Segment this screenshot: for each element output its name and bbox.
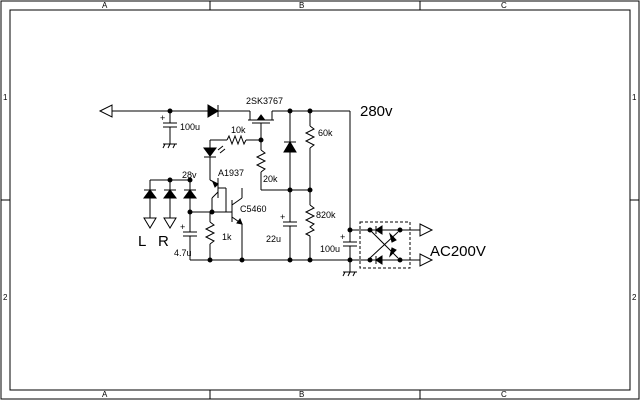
bottom-rail <box>190 257 353 263</box>
frame-col-a-bottom: A <box>102 390 108 399</box>
label-cap-100u-top: 100u <box>180 122 200 132</box>
resistor-20k <box>255 140 290 191</box>
indicator-led <box>203 140 226 180</box>
label-c-4-7u: 4.7u <box>174 248 192 258</box>
label-r-60k: 60k <box>318 128 333 138</box>
label-in-l: L <box>138 233 146 250</box>
frame-col-b-bottom: B <box>299 390 304 399</box>
svg-text:+: + <box>160 113 165 123</box>
series-diode <box>207 104 219 118</box>
frame-col-c-top: C <box>501 1 507 10</box>
label-c-100u-bottom: 100u <box>320 244 340 254</box>
input-diodes <box>143 177 212 229</box>
frame-col-c-bottom: C <box>501 390 507 399</box>
mosfet-2sk3767 <box>248 111 274 143</box>
cap-4-7u: + <box>180 212 197 260</box>
resistor-10k <box>210 134 261 146</box>
label-ac200v: AC200V <box>430 243 486 260</box>
label-r-1k: 1k <box>222 232 232 242</box>
frame-row-2-right: 2 <box>632 293 637 302</box>
svg-text:+: + <box>340 232 345 242</box>
label-q-c5460: C5460 <box>240 204 267 214</box>
label-r-820k: 820k <box>316 210 336 220</box>
frame-labels: A B C A B C 1 2 1 2 <box>3 1 637 399</box>
transistor-a1937 <box>209 178 226 215</box>
ac-input-port-1 <box>419 223 434 237</box>
frame-row-1-right: 1 <box>632 93 637 102</box>
cap-100u-top: + <box>160 111 177 149</box>
ac-input-port-2 <box>419 253 434 267</box>
zener-and-cap-22u: + <box>280 111 297 260</box>
label-c-22u: 22u <box>266 234 281 244</box>
svg-text:+: + <box>180 222 185 232</box>
frame-row-1-left: 1 <box>3 93 8 102</box>
label-r-10k: 10k <box>231 125 246 135</box>
component-labels: 280v AC200V 2SK3767 100u 10k 60k 20k A19… <box>138 96 486 260</box>
divider-60k-820k <box>290 111 316 260</box>
cap-100u-bottom: + <box>340 227 357 277</box>
label-z-28v: 28v <box>182 170 197 180</box>
label-q-a1937: A1937 <box>218 168 244 178</box>
transistor-c5460 <box>212 188 243 260</box>
svg-text:+: + <box>280 212 285 222</box>
frame-col-b-top: B <box>299 1 304 10</box>
resistor-1k <box>204 212 216 260</box>
label-mosfet: 2SK3767 <box>246 96 283 106</box>
label-in-r: R <box>158 233 169 250</box>
label-r-20k: 20k <box>263 174 278 184</box>
label-280v: 280v <box>360 103 393 120</box>
bridge-rectifier <box>350 221 434 269</box>
frame-col-a-top: A <box>102 1 108 10</box>
output-port-arrow <box>98 104 113 118</box>
frame-row-2-left: 2 <box>3 293 8 302</box>
